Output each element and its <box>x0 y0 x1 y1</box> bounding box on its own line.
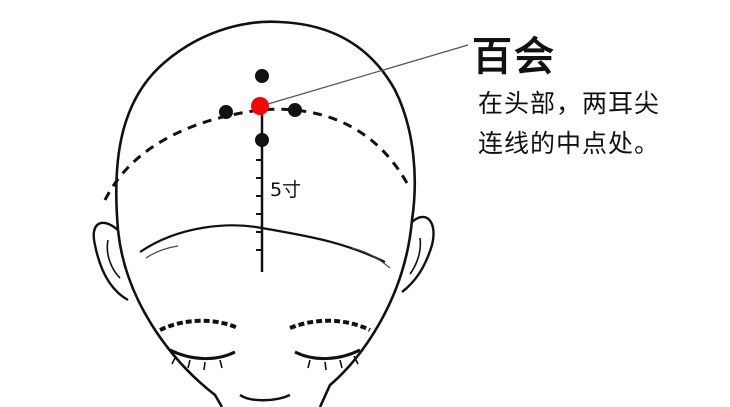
midline-ticks <box>256 159 262 251</box>
point-right <box>288 103 302 117</box>
left-eye <box>169 348 236 361</box>
left-ear-inner <box>106 239 121 279</box>
left-ear <box>92 221 129 302</box>
right-ear <box>401 215 435 293</box>
right-eye <box>294 348 361 361</box>
point-left <box>219 105 233 119</box>
right-eye-lashes <box>307 355 359 371</box>
ear-to-ear-dashed-line <box>103 107 410 201</box>
point-name: 百会 <box>472 34 556 80</box>
point-back <box>255 133 269 147</box>
right-ear-inner <box>409 237 422 275</box>
description-line-2: 连线的中点处。 <box>478 129 661 158</box>
nose <box>239 393 291 402</box>
left-eye-lashes <box>171 355 223 371</box>
point-front <box>255 69 269 83</box>
baihui-point <box>251 97 269 115</box>
left-eyebrow <box>159 318 239 332</box>
hairline-shade <box>145 245 391 269</box>
point-description: 在头部，两耳尖 连线的中点处。 <box>478 84 718 164</box>
right-eyebrow <box>289 318 371 332</box>
leader-line <box>267 44 469 105</box>
description-line-1: 在头部，两耳尖 <box>478 89 661 118</box>
measure-label: 5寸 <box>270 179 302 201</box>
head-outline <box>114 20 417 407</box>
